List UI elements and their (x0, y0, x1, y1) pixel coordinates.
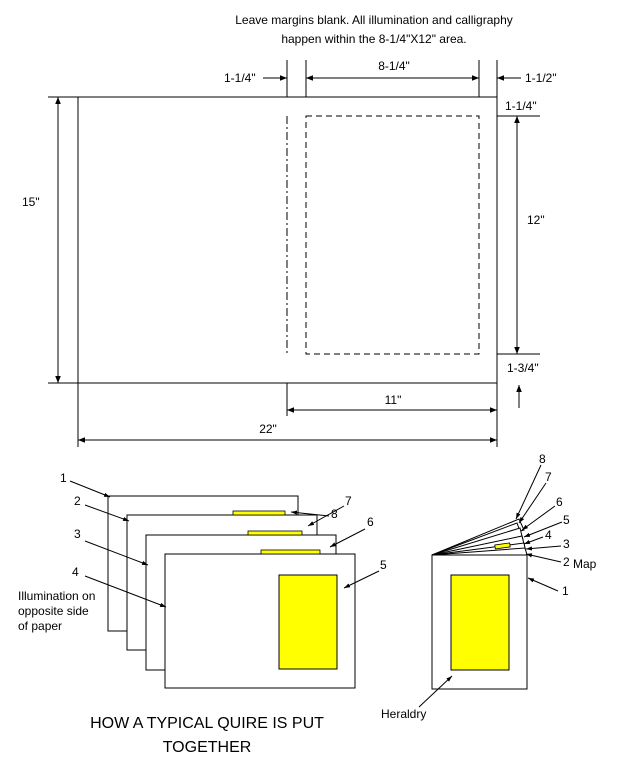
illumination-block (278, 574, 338, 670)
dim-half-width: 11" (385, 393, 402, 407)
dim-bottom-margin: 1-3/4" (507, 361, 539, 375)
dim-top-margin: 1-1/4" (505, 99, 537, 113)
book-leader-5 (523, 521, 563, 538)
leader-4 (84, 575, 167, 608)
book-label-2: 2 (563, 555, 570, 569)
book-leader-1 (527, 577, 559, 592)
leader-7 (307, 505, 345, 527)
dim-left-margin: 1-1/4" (224, 71, 256, 85)
book-label-3: 3 (563, 537, 570, 551)
quire-label-4: 4 (72, 565, 79, 579)
book-label-5: 5 (563, 513, 570, 527)
book-leader-2 (525, 553, 562, 563)
book-leader-8 (515, 464, 542, 520)
illumination-note-line-3: of paper (18, 619, 62, 633)
book-leader-3 (525, 545, 562, 551)
quire-label-1: 1 (60, 471, 67, 485)
book-leader-4 (523, 536, 544, 545)
title-line-2: TOGETHER (163, 739, 252, 756)
quire-label-7: 7 (345, 494, 352, 508)
illumination-note-line-1: Illumination on (18, 589, 95, 603)
dim-text-height: 12" (527, 213, 545, 227)
text-block-area (305, 115, 480, 355)
illumination-note-line-2: opposite side (18, 604, 89, 618)
book-label-7: 7 (545, 470, 552, 484)
highlight-strip-8 (232, 510, 286, 516)
leader-8 (290, 510, 330, 517)
dim-right-margin: 1-1/2" (525, 71, 557, 85)
book-label-8: 8 (539, 452, 546, 466)
quire-label-8: 8 (331, 507, 338, 521)
book-leader-6 (521, 505, 556, 531)
heraldry-block (450, 574, 510, 671)
book-label-4: 4 (545, 528, 552, 542)
leader-6 (329, 528, 366, 548)
map-highlight (494, 542, 511, 550)
heraldry-leader (418, 675, 453, 708)
leader-2 (84, 504, 130, 522)
book-label-6: 6 (556, 495, 563, 509)
quire-label-6: 6 (367, 515, 374, 529)
quire-label-5: 5 (380, 558, 387, 572)
title-line-1: HOW A TYPICAL QUIRE IS PUT (90, 715, 324, 732)
map-label: Map (573, 557, 597, 571)
leader-3 (84, 540, 149, 566)
quire-label-2: 2 (74, 494, 81, 508)
highlight-strip-6 (260, 549, 321, 555)
heraldry-label: Heraldry (381, 707, 426, 721)
note-line-1: Leave margins blank. All illumination an… (235, 13, 513, 27)
leader-1 (69, 480, 111, 498)
quire-label-3: 3 (74, 527, 81, 541)
note-line-2: happen within the 8-1/4"X12" area. (281, 32, 466, 46)
highlight-strip-7 (247, 530, 303, 536)
leader-5 (343, 570, 380, 589)
dim-sheet-height: 15" (22, 195, 40, 209)
book-leader-7 (518, 482, 547, 524)
book-label-1: 1 (562, 584, 569, 598)
dim-text-width: 8-1/4" (378, 59, 410, 73)
dim-sheet-width: 22" (259, 422, 277, 436)
